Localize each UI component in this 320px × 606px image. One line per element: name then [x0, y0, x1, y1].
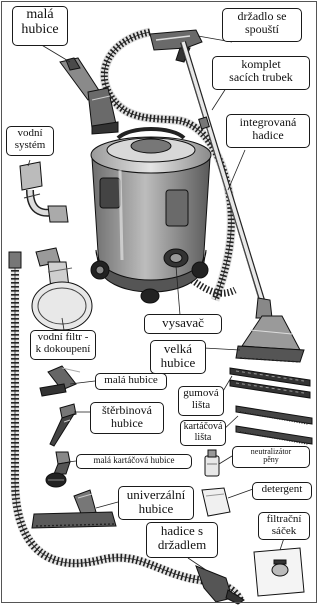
water-filter	[32, 248, 92, 330]
label-line: pěny	[235, 456, 307, 464]
rubber-strips	[230, 368, 310, 398]
label-universal-nozzle: univerzální hubice	[118, 486, 194, 520]
label-line: hubice	[153, 356, 203, 370]
label-small-nozzle-2: malá hubice	[95, 373, 167, 390]
label-detergent: detergent	[252, 482, 312, 500]
label-filter-bag: filtrační sáček	[258, 512, 310, 540]
label-line: hubice	[15, 23, 65, 38]
label-line: k dokoupení	[33, 344, 93, 356]
label-integrated-hose: integrovaná hadice	[226, 114, 310, 148]
hose-handle	[196, 566, 244, 604]
label-suction-tubes: komplet sacích trubek	[212, 56, 310, 90]
label-line: velká	[153, 342, 203, 356]
label-line: vysavač	[147, 316, 219, 330]
label-line: filtrační	[261, 514, 307, 526]
label-water-filter: vodní filtr - k dokoupení	[30, 330, 96, 360]
label-small-brush-nozzle: malá kartáčová hubice	[76, 454, 192, 469]
label-line: gumová	[181, 388, 221, 400]
label-brush-strip: kartáčová lišta	[180, 420, 226, 446]
large-nozzle	[236, 298, 304, 362]
label-line: systém	[9, 140, 51, 152]
label-line: univerzální	[121, 488, 191, 502]
label-water-system: vodní systém	[6, 126, 54, 156]
filter-bag	[254, 548, 304, 596]
label-rubber-strip: gumová lišta	[178, 386, 224, 416]
small-nozzle-top	[60, 58, 118, 134]
detergent-package	[202, 488, 230, 516]
label-crevice-nozzle: štěrbinová hubice	[90, 402, 164, 434]
label-line: malá	[15, 8, 65, 23]
label-small-nozzle-top: malá hubice	[12, 6, 68, 46]
label-line: sacích trubek	[215, 71, 307, 84]
label-line: sáček	[261, 526, 307, 538]
label-hose-with-handle: hadice s držadlem	[146, 522, 218, 558]
label-line: držadlem	[149, 538, 215, 552]
small-brush-nozzle	[46, 452, 70, 487]
label-line: hadice s	[149, 524, 215, 538]
label-line: lišta	[181, 400, 221, 412]
label-line: držadlo se	[225, 10, 299, 23]
label-line: štěrbinová	[93, 404, 161, 417]
universal-nozzle	[32, 490, 116, 528]
water-system	[20, 162, 68, 222]
foam-neutralizer-bottle	[205, 450, 219, 476]
label-line: kartáčová	[183, 422, 223, 433]
crevice-nozzle	[50, 404, 76, 446]
label-vacuum: vysavač	[144, 314, 222, 334]
label-large-nozzle: velká hubice	[150, 340, 206, 374]
label-line: komplet	[215, 58, 307, 71]
label-line: detergent	[255, 484, 309, 496]
label-line: hubice	[121, 502, 191, 516]
label-foam-neutralizer: neutralizátor pěny	[232, 446, 310, 468]
small-nozzle-2	[40, 366, 80, 396]
label-line: hadice	[229, 129, 307, 142]
label-line: spouští	[225, 23, 299, 36]
label-handle-trigger: držadlo se spouští	[222, 8, 302, 42]
label-line: integrovaná	[229, 116, 307, 129]
brush-strips	[236, 406, 312, 444]
label-line: malá hubice	[98, 375, 164, 387]
label-line: vodní	[9, 128, 51, 140]
label-line: hubice	[93, 417, 161, 430]
label-line: malá kartáčová hubice	[79, 456, 189, 465]
label-line: lišta	[183, 433, 223, 444]
label-line: vodní filtr -	[33, 332, 93, 344]
handle-with-trigger	[150, 30, 202, 62]
